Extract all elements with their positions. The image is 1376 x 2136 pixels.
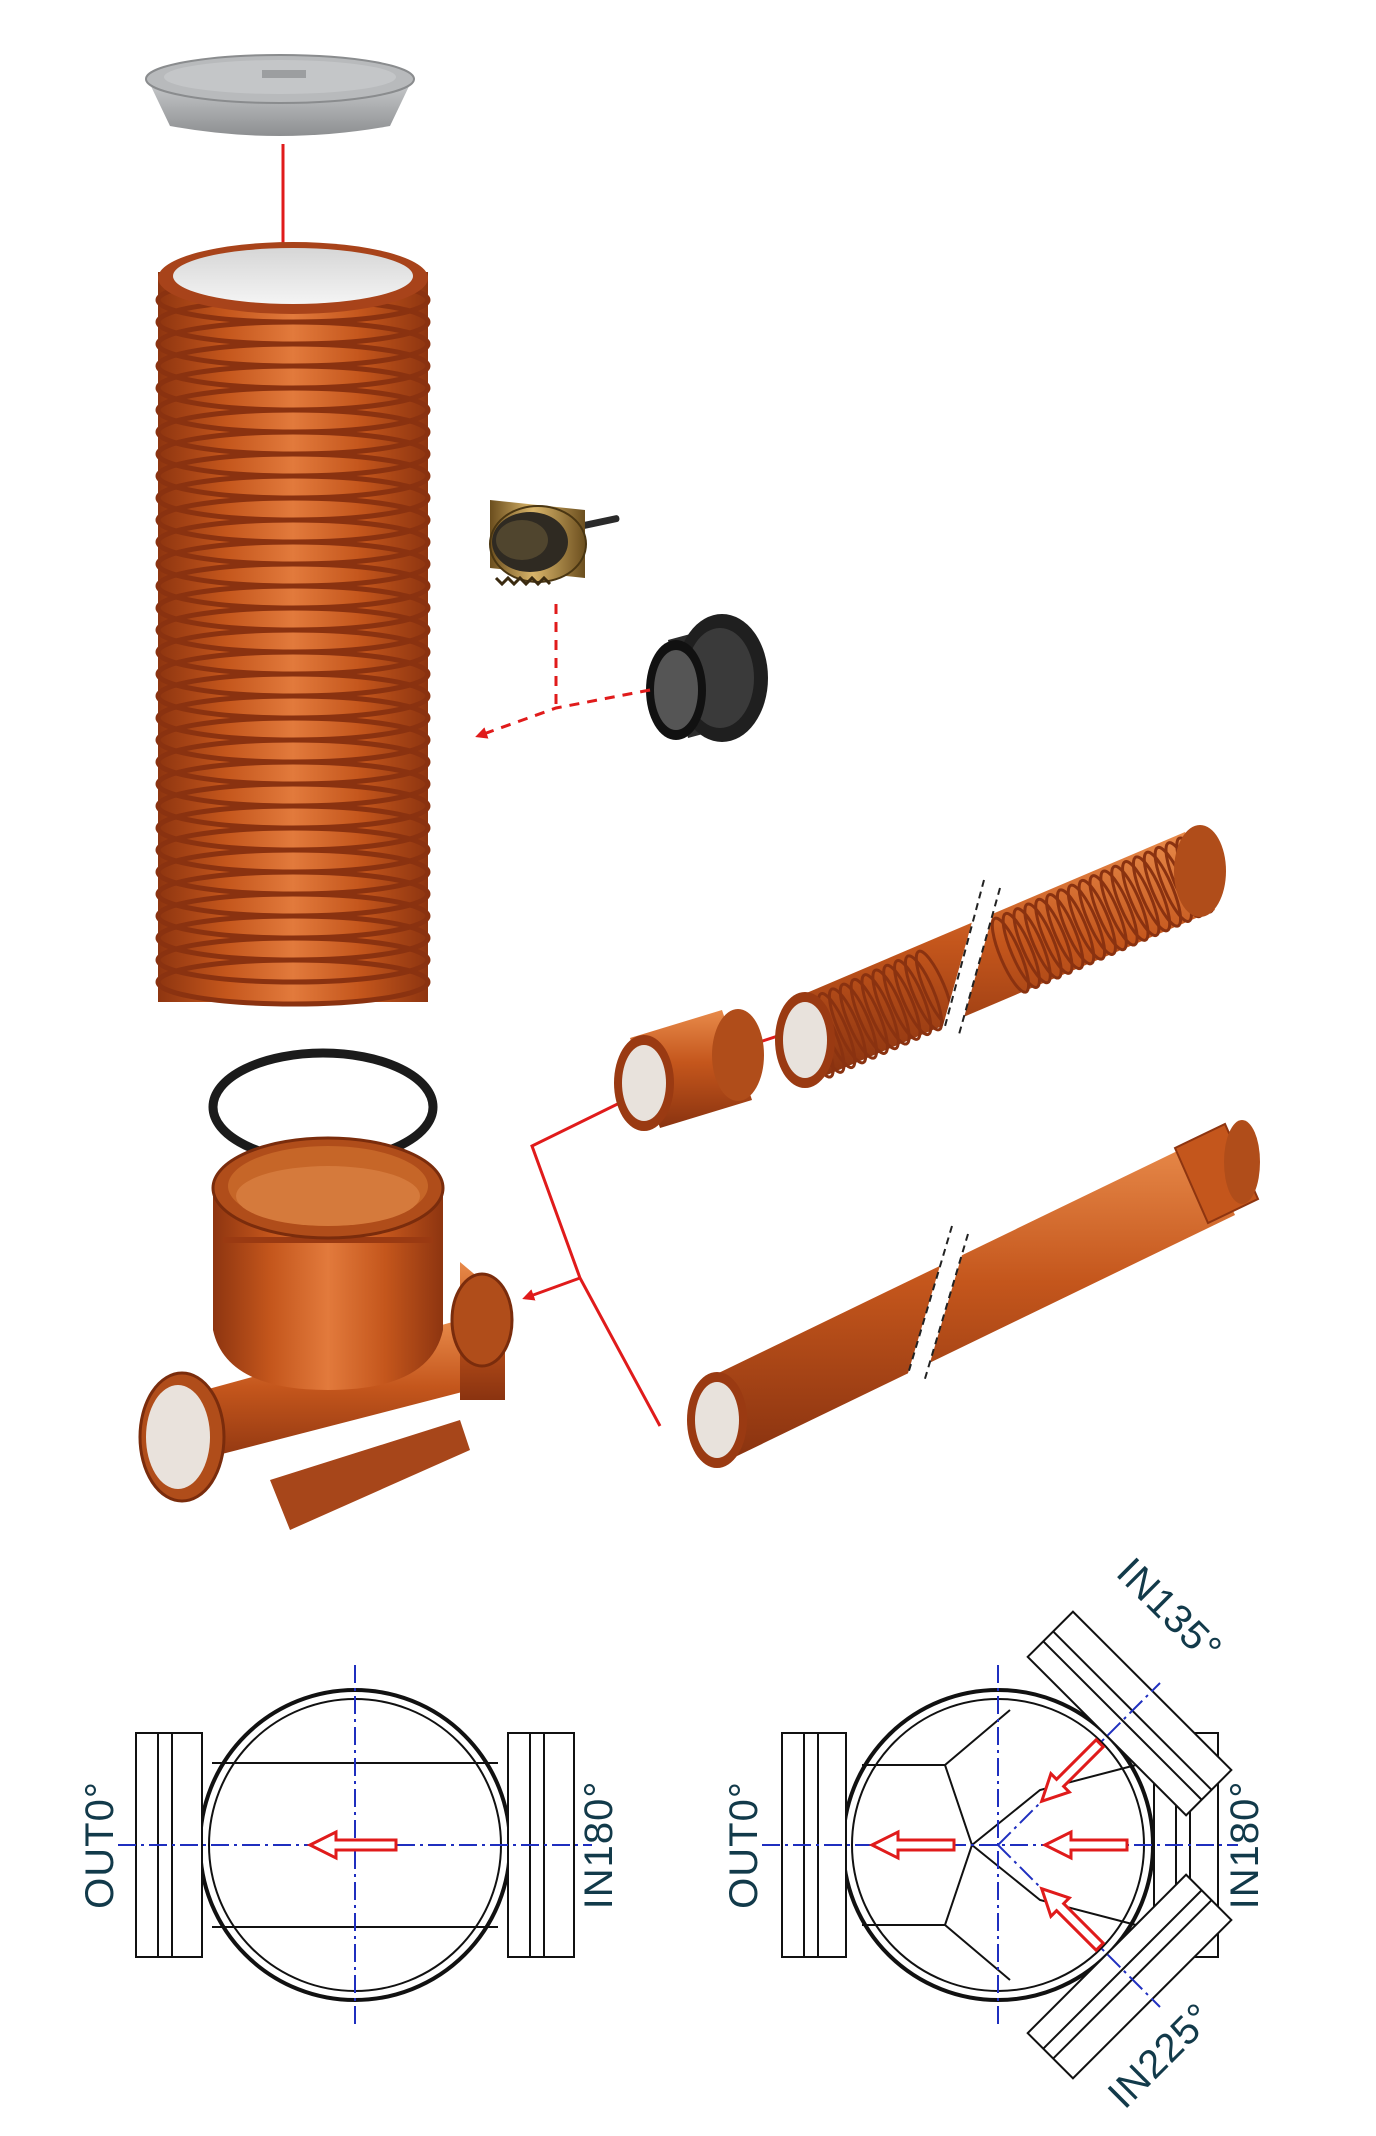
pipe-to-base-connector-line xyxy=(530,1090,662,1427)
pipe-rib xyxy=(1121,860,1161,938)
pipe-rib xyxy=(1001,911,1041,989)
pipe-rib xyxy=(871,968,911,1046)
corrugated-riser-pipe xyxy=(155,242,431,1007)
base-pointer-arrow xyxy=(522,1276,581,1301)
installation-dashed-arrows xyxy=(475,604,651,739)
shaft-lid xyxy=(145,54,415,136)
pipe-rib xyxy=(838,982,879,1060)
pipe-rib xyxy=(1045,893,1085,971)
pipe-rib xyxy=(1012,907,1052,985)
hole-saw-icon xyxy=(489,500,620,587)
pipe-coupler xyxy=(614,1009,764,1131)
pipe-rib xyxy=(1099,869,1139,947)
smooth-wall-pipe xyxy=(687,1120,1260,1468)
pipe-rib xyxy=(1066,883,1107,961)
corrugated-pipe xyxy=(775,825,1226,1088)
pipe-rib xyxy=(849,977,889,1055)
pipe-rib xyxy=(827,987,868,1065)
label-in-180: IN180° xyxy=(577,1781,621,1910)
pipe-rib xyxy=(893,959,933,1037)
pipe-rib xyxy=(860,973,900,1051)
plan-view-multi-inlet: OUT0° IN180° IN135° IN225° xyxy=(722,1550,1267,2117)
riser-rib xyxy=(155,957,431,1007)
pipe-rib xyxy=(1023,902,1063,980)
label-multi-in-180: IN180° xyxy=(1223,1781,1267,1910)
pipe-rib xyxy=(1110,864,1150,942)
pipe-rib xyxy=(1077,878,1117,956)
label-out-0: OUT0° xyxy=(78,1781,122,1909)
pipe-rib xyxy=(1142,850,1183,928)
pipe-rib xyxy=(990,916,1031,994)
label-multi-out-0: OUT0° xyxy=(722,1781,766,1909)
in-situ-connector-seal xyxy=(646,614,768,742)
pipe-rib xyxy=(882,963,922,1041)
plan-view-straight: OUT0° IN180° xyxy=(78,1665,621,2025)
pipe-rib xyxy=(1131,855,1172,933)
label-multi-in-135: IN135° xyxy=(1108,1550,1230,1672)
pipe-rib xyxy=(1055,888,1096,966)
riser-rib xyxy=(155,935,431,985)
pipe-rib xyxy=(1088,874,1128,952)
pipe-rib xyxy=(1034,897,1074,975)
chamber-base xyxy=(138,1136,514,1530)
pipe-rib xyxy=(903,954,944,1032)
